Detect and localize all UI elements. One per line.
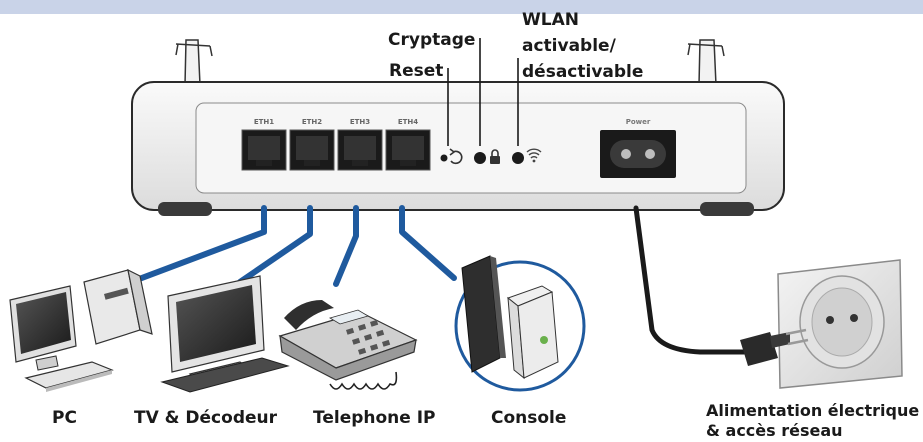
router: [131, 81, 785, 216]
eth-port-label-2: ETH2: [302, 118, 322, 126]
wifi-icon: [526, 148, 542, 163]
power-cable: [633, 205, 747, 355]
cryptage-label: Cryptage: [388, 30, 476, 50]
eth-port-label-4: ETH4: [398, 118, 418, 126]
power-access-label-2: & accès réseau: [706, 421, 843, 440]
power-plug: [740, 328, 809, 366]
top-bar: [0, 0, 923, 14]
eth-port-2: [289, 129, 335, 171]
wlan-label-2: activable/: [522, 36, 616, 56]
power-socket: Power: [600, 118, 676, 178]
tv-label: TV & Décodeur: [134, 408, 277, 428]
wall-outlet: [777, 259, 903, 389]
network-cables: [107, 205, 457, 293]
console-label: Console: [491, 408, 567, 428]
eth-port-3: [337, 129, 383, 171]
wlan-button-group: [512, 148, 542, 164]
ip-phone-device: [278, 300, 418, 390]
pc-device: [9, 268, 153, 392]
eth-port-4: [385, 129, 431, 171]
eth-port-label-1: ETH1: [254, 118, 274, 126]
wlan-label-3: désactivable: [522, 62, 644, 82]
cable-eth2: [237, 205, 313, 285]
reset-label: Reset: [389, 61, 444, 81]
eth-port-1: [241, 129, 287, 171]
wlan-label-1: WLAN: [522, 10, 579, 30]
cable-eth1: [107, 205, 267, 293]
power-label: Power: [626, 118, 651, 126]
reset-button-group: [440, 148, 463, 165]
tv-device: [160, 275, 290, 393]
cryptage-button-group: [474, 149, 500, 164]
eth-ports: ETH1 ETH2 ETH3 ETH4: [241, 118, 431, 171]
cable-eth4: [399, 205, 457, 281]
cable-eth3: [333, 205, 359, 287]
power-access-label-1: Alimentation électrique: [706, 401, 920, 420]
eth-port-label-3: ETH3: [350, 118, 370, 126]
pc-label: PC: [52, 408, 77, 428]
reset-icon: [449, 148, 463, 165]
phone-label: Telephone IP: [313, 408, 436, 428]
console-device: [454, 255, 586, 392]
lock-icon: [490, 149, 500, 164]
